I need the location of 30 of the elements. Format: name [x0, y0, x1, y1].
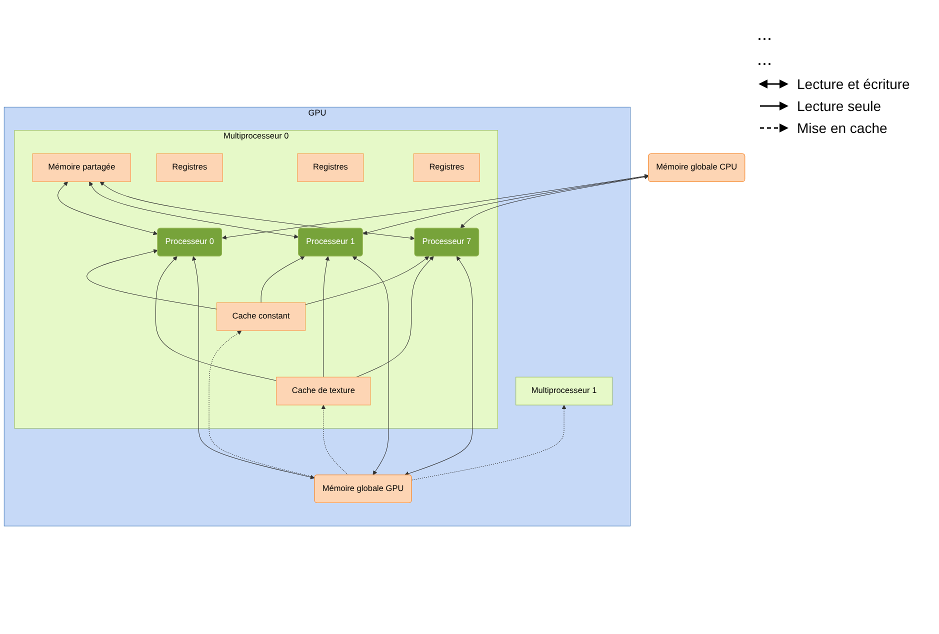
node-box: Cache constant	[216, 302, 306, 332]
arrow	[192, 256, 315, 480]
arrow	[86, 250, 218, 310]
arrow	[260, 256, 305, 304]
arrow	[58, 182, 158, 236]
arrow	[323, 256, 330, 378]
ellipsis-text: ...	[757, 24, 774, 45]
arrow	[305, 256, 430, 306]
arrow	[404, 256, 473, 476]
arrow	[356, 256, 434, 378]
arrow	[460, 175, 649, 229]
node-box: Mémoire partagée	[32, 154, 132, 182]
node-box: Cache de texture	[276, 377, 371, 406]
arrow	[89, 182, 299, 240]
arrow	[352, 256, 389, 476]
node-box: Multiprocesseur 1	[516, 377, 612, 406]
arrow	[362, 174, 649, 236]
ellipsis-text: ...	[757, 49, 774, 70]
arrow	[411, 405, 566, 481]
legend-text: Lecture et écriture	[797, 76, 910, 92]
arrow	[100, 182, 415, 241]
arrow	[222, 174, 649, 240]
node-box: Registres	[297, 154, 364, 182]
node-box: Registres	[156, 154, 223, 182]
legend-text: Lecture seule	[797, 98, 882, 114]
legend-text: Mise en cache	[797, 120, 888, 136]
node-box: Registres	[413, 154, 480, 182]
arrow	[208, 330, 316, 478]
arrow	[155, 256, 277, 382]
arrow	[321, 405, 349, 476]
